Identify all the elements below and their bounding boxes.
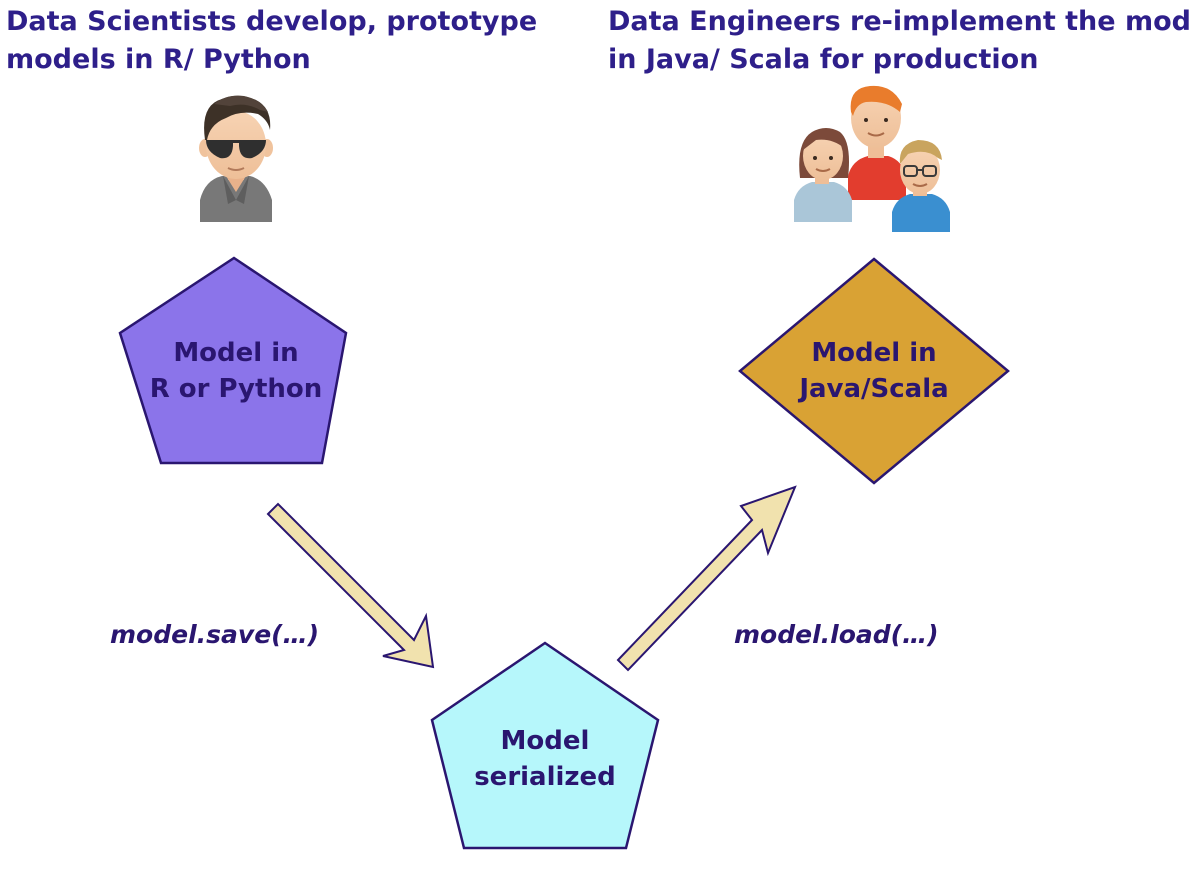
model-serialized-shape [430,641,660,850]
model-r-python-shape [118,256,348,465]
model-r-python-label-line2: R or Python [150,374,323,404]
data-engineers-heading-line2: in Java/ Scala for production [608,44,1039,75]
model-serialized-label-line1: Model [501,726,590,756]
save-operation-label: model.save(…) [110,620,319,649]
load-arrow [616,485,797,672]
data-scientist-avatar-icon [199,95,273,222]
model-serialized-node: Model serialized [430,641,660,850]
model-java-scala-node: Model in Java/Scala [738,257,1010,485]
data-scientists-heading: Data Scientists develop, prototype model… [6,3,537,79]
data-engineers-heading: Data Engineers re-implement the model in… [608,3,1190,79]
model-java-scala-label-line1: Model in [811,338,936,368]
model-r-python-label-line1: Model in [173,338,298,368]
model-serialized-label-line2: serialized [474,762,616,792]
save-arrow [266,502,435,669]
model-r-python-node: Model in R or Python [118,256,348,465]
data-scientists-heading-line2: models in R/ Python [6,44,311,75]
data-engineers-heading-line1: Data Engineers re-implement the model [608,6,1190,37]
data-scientists-heading-line1: Data Scientists develop, prototype [6,6,538,37]
model-java-scala-label-line2: Java/Scala [797,374,948,404]
load-operation-label: model.load(…) [734,620,939,649]
data-engineers-group-icon [794,85,950,232]
model-java-scala-shape [738,257,1010,485]
